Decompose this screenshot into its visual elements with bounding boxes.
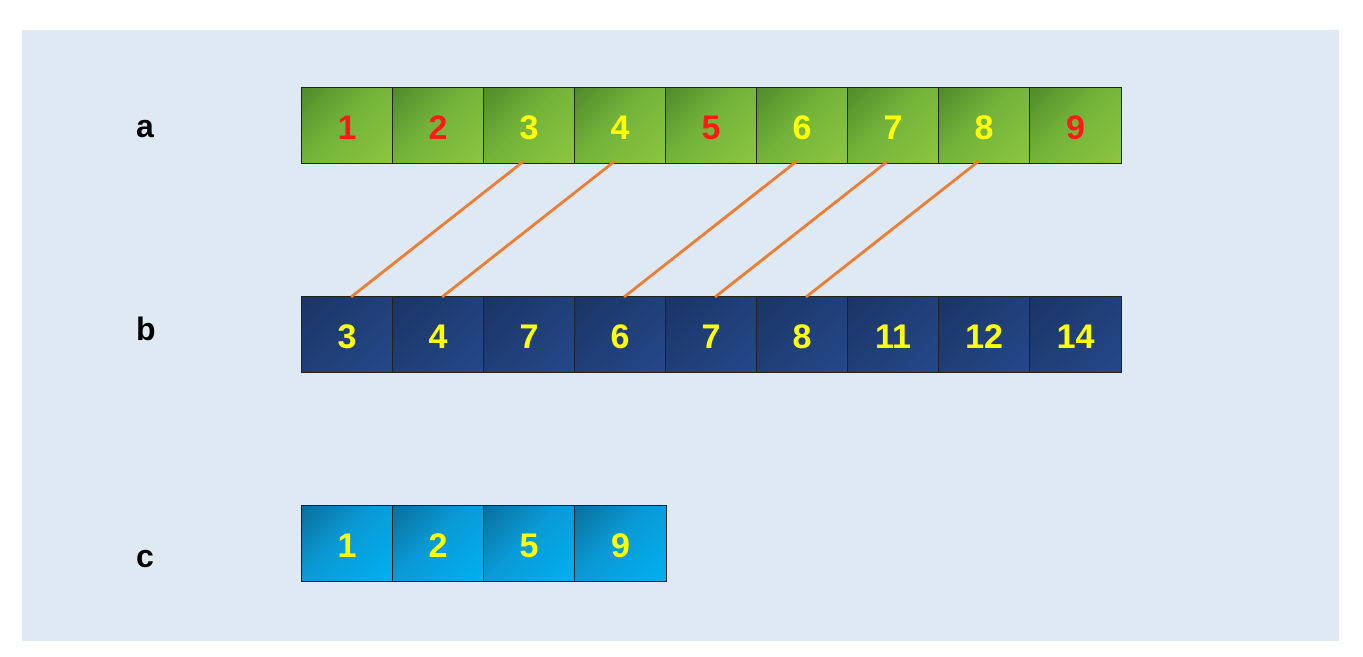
link-line-4 <box>805 159 980 299</box>
array-b-cell-2: 7 <box>484 297 575 372</box>
array-b-cell-5: 8 <box>757 297 848 372</box>
array-a-cell-1: 2 <box>393 88 484 163</box>
array-c-cell-1: 2 <box>393 506 484 581</box>
link-line-1 <box>441 159 616 299</box>
array-a-cell-3: 4 <box>575 88 666 163</box>
array-a-cell-4: 5 <box>666 88 757 163</box>
link-line-2 <box>623 159 798 299</box>
array-a-cell-6: 7 <box>848 88 939 163</box>
array-a-cell-0: 1 <box>302 88 393 163</box>
array-a-label: a <box>136 108 154 144</box>
array-a-cell-5: 6 <box>757 88 848 163</box>
array-b-cell-4: 7 <box>666 297 757 372</box>
array-c-cell-0: 1 <box>302 506 393 581</box>
link-line-0 <box>350 159 525 299</box>
array-b-cell-0: 3 <box>302 297 393 372</box>
array-c-label: c <box>136 538 154 574</box>
array-b-cell-1: 4 <box>393 297 484 372</box>
array-a-cell-8: 9 <box>1030 88 1121 163</box>
array-b-cell-8: 14 <box>1030 297 1121 372</box>
link-line-3 <box>714 159 889 299</box>
index-links <box>350 159 980 299</box>
array-b-cell-7: 12 <box>939 297 1030 372</box>
array-c-cell-3: 9 <box>575 506 666 581</box>
array-c-cell-2: 5 <box>484 506 575 581</box>
array-b-cell-6: 11 <box>848 297 939 372</box>
array-a-cell-2: 3 <box>484 88 575 163</box>
array-b-label: b <box>136 311 156 347</box>
array-a-cell-7: 8 <box>939 88 1030 163</box>
array-b-cell-3: 6 <box>575 297 666 372</box>
